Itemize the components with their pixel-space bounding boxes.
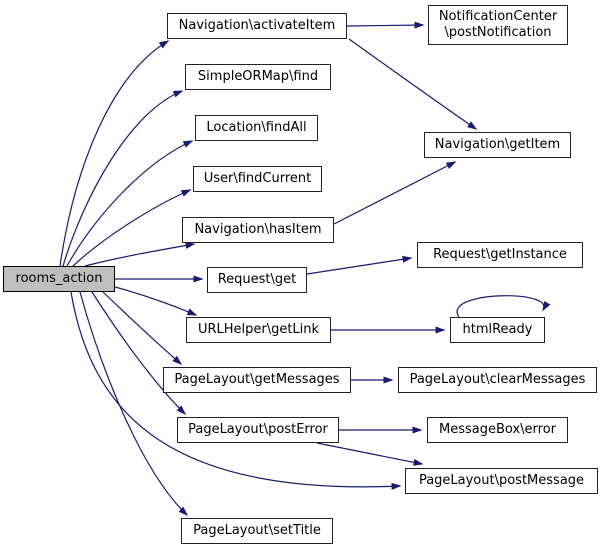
- node-request-get[interactable]: Request\get: [207, 267, 307, 293]
- edge-rooms-action-to-get-link: [114, 286, 198, 316]
- node-set-title[interactable]: PageLayout\setTitle: [181, 518, 333, 544]
- node-post-error[interactable]: PageLayout\postError: [177, 417, 339, 443]
- edge-rooms-action-to-user-findcurrent: [72, 189, 192, 267]
- node-messagebox-error[interactable]: MessageBox\error: [427, 417, 568, 443]
- edge-rooms-action-to-has-item: [84, 242, 196, 267]
- node-post-message[interactable]: PageLayout\postMessage: [405, 468, 598, 494]
- edge-request-get-to-get-instance: [306, 255, 413, 275]
- node-clear-messages[interactable]: PageLayout\clearMessages: [398, 367, 597, 393]
- node-post-notification[interactable]: NotificationCenter \postNotification: [428, 5, 568, 45]
- node-get-instance[interactable]: Request\getInstance: [417, 242, 583, 268]
- edge-activate-item-to-post-notification: [346, 21, 425, 29]
- edge-post-error-to-post-message: [316, 442, 424, 466]
- node-simpleormap-find[interactable]: SimpleORMap\find: [185, 64, 331, 90]
- edge-rooms-action-to-get-messages: [102, 291, 183, 365]
- node-rooms-action[interactable]: rooms_action: [3, 266, 115, 292]
- edge-rooms-action-to-activate-item: [59, 40, 170, 267]
- node-activate-item[interactable]: Navigation\activateItem: [167, 13, 347, 39]
- edge-html-ready-to-html-ready: [456, 295, 551, 318]
- edge-rooms-action-to-simpleormap-find: [62, 90, 184, 267]
- edge-rooms-action-to-set-title: [79, 291, 189, 517]
- node-user-findcurrent[interactable]: User\findCurrent: [193, 166, 322, 192]
- edge-has-item-to-get-item: [333, 161, 457, 225]
- edge-rooms-action-to-location-findall: [66, 140, 194, 267]
- node-html-ready[interactable]: htmlReady: [450, 317, 545, 343]
- node-get-link[interactable]: URLHelper\getLink: [186, 317, 331, 343]
- node-has-item[interactable]: Navigation\hasItem: [182, 217, 334, 243]
- node-get-item[interactable]: Navigation\getItem: [424, 132, 571, 158]
- node-location-findall[interactable]: Location\findAll: [195, 115, 318, 141]
- edge-rooms-action-to-post-error: [91, 291, 187, 416]
- node-get-messages[interactable]: PageLayout\getMessages: [163, 367, 351, 393]
- edge-activate-item-to-get-item: [348, 38, 478, 130]
